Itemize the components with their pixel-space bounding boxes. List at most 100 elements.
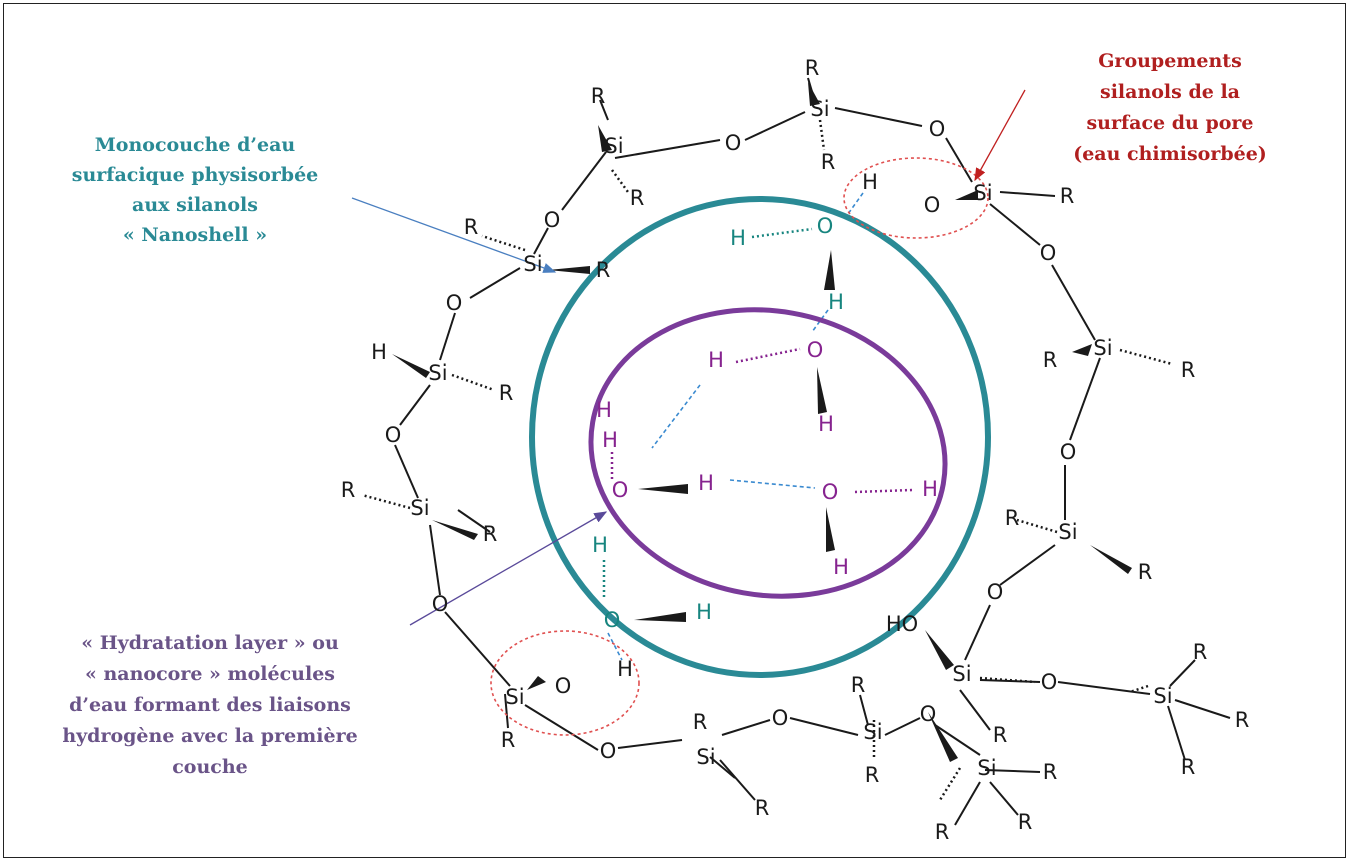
nanoshell-label-line: Monocouche d’eau — [94, 134, 296, 156]
atom-h: H — [371, 340, 387, 364]
hydrogen-bonds — [607, 192, 864, 661]
atom-si: Si — [410, 496, 429, 520]
atom-r: R — [464, 215, 479, 239]
atom-h: H — [698, 471, 714, 495]
atom-o: O — [1040, 241, 1057, 265]
nanoshell-ring — [529, 196, 991, 678]
atom-si: Si — [428, 361, 447, 385]
atom-h: H — [617, 657, 633, 681]
atom-o: O — [1060, 440, 1077, 464]
nanoshell-label: Monocouche d’eau surfacique physisorbée … — [30, 130, 360, 250]
atom-r: R — [501, 728, 516, 752]
figure-frame — [3, 3, 1346, 858]
silanol-groups-label-line: surface du pore — [1086, 112, 1254, 134]
atom-h: H — [696, 600, 712, 624]
atom-si: Si — [1058, 520, 1077, 544]
atom-r: R — [1138, 560, 1153, 584]
atom-r: R — [341, 478, 356, 502]
atom-h: H — [833, 555, 849, 579]
atom-r: R — [596, 258, 611, 282]
atom-r: R — [693, 710, 708, 734]
atom-o: O — [555, 674, 572, 698]
atom-o: O — [725, 131, 742, 155]
atom-o: O — [612, 478, 629, 502]
siloxane-bonds — [394, 77, 1231, 826]
hydratation-arrow — [409, 511, 608, 626]
atom-o: O — [772, 706, 789, 730]
atom-r: R — [821, 150, 836, 174]
atom-r: R — [935, 820, 950, 844]
atom-r: R — [865, 763, 880, 787]
atom-o: O — [432, 592, 449, 616]
atom-r: R — [1181, 358, 1196, 382]
atom-h: H — [828, 290, 844, 314]
atom-h: H — [592, 533, 608, 557]
atom-r: R — [1181, 755, 1196, 779]
nanoshell-label-line: « Nanoshell » — [122, 224, 268, 246]
atom-r: R — [851, 673, 866, 697]
silanol-highlight-bottom — [490, 630, 640, 736]
atom-r: R — [1060, 184, 1075, 208]
nanoshell-label-line: surfacique physisorbée — [71, 164, 319, 186]
nanocore-label-line: « nanocore » molécules — [84, 663, 335, 685]
groupements-arrow — [974, 89, 1026, 182]
atom-o: O — [807, 338, 824, 362]
atom-h: H — [862, 170, 878, 194]
nanocore-label-line: hydrogène avec la première — [62, 725, 358, 747]
atom-r: R — [499, 381, 514, 405]
atom-r: R — [1005, 506, 1020, 530]
atom-r: R — [1193, 640, 1208, 664]
nanocore-label: « Hydratation layer » ou « nanocore » mo… — [10, 628, 410, 783]
atom-r: R — [591, 84, 606, 108]
atom-h: H — [602, 428, 618, 452]
atom-r: R — [1043, 760, 1058, 784]
atom-r: R — [1235, 708, 1250, 732]
atom-o: O — [924, 193, 941, 217]
atom-si: Si — [696, 745, 715, 769]
nanocore-label-line: couche — [172, 756, 248, 778]
nanocore-ring — [588, 307, 948, 599]
atom-o: O — [544, 208, 561, 232]
atom-o: O — [604, 608, 621, 632]
nanoshell-label-line: aux silanols — [132, 194, 258, 216]
atom-si: Si — [952, 662, 971, 686]
atom-r: R — [1043, 348, 1058, 372]
nanocore-label-line: « Hydratation layer » ou — [81, 632, 339, 654]
atom-si: Si — [505, 685, 524, 709]
atom-o: O — [987, 580, 1004, 604]
atom-r: R — [483, 522, 498, 546]
atom-si: Si — [977, 756, 996, 780]
atom-h: H — [708, 348, 724, 372]
hashed-bonds — [361, 119, 1173, 801]
atom-r: R — [993, 723, 1008, 747]
atom-r: R — [630, 186, 645, 210]
atom-o: O — [822, 480, 839, 504]
nanocore-water-atoms: H O H H H O H O H H — [596, 338, 938, 579]
nanoshell-water-atoms: H O H H O H — [592, 214, 844, 632]
atom-o: O — [385, 423, 402, 447]
atom-o: O — [920, 702, 937, 726]
atom-r: R — [755, 796, 770, 820]
silanol-groups-label-line: silanols de la — [1100, 81, 1240, 103]
atom-si: Si — [863, 720, 882, 744]
silanol-groups-label-line: (eau chimisorbée) — [1073, 143, 1267, 165]
atom-h: H — [922, 477, 938, 501]
atom-ho: HO — [886, 612, 918, 636]
framework-atoms: R Si R R Si R O O O R Si R O H Si R O R … — [341, 56, 1250, 844]
atom-h: H — [596, 398, 612, 422]
atom-si: Si — [604, 134, 623, 158]
solid-wedges — [392, 82, 1132, 762]
atom-si: Si — [523, 252, 542, 276]
silanol-groups-label: Groupements silanols de la surface du po… — [1020, 46, 1320, 170]
monocouche-arrow — [351, 197, 557, 273]
nanocore-label-line: d’eau formant des liaisons — [69, 694, 351, 716]
silanol-highlight-top — [843, 157, 989, 239]
atom-h: H — [730, 226, 746, 250]
atom-r: R — [1018, 810, 1033, 834]
atom-h: H — [818, 412, 834, 436]
atom-si: Si — [973, 181, 992, 205]
atom-o: O — [1041, 670, 1058, 694]
atom-o: O — [600, 739, 617, 763]
atom-o: O — [446, 291, 463, 315]
